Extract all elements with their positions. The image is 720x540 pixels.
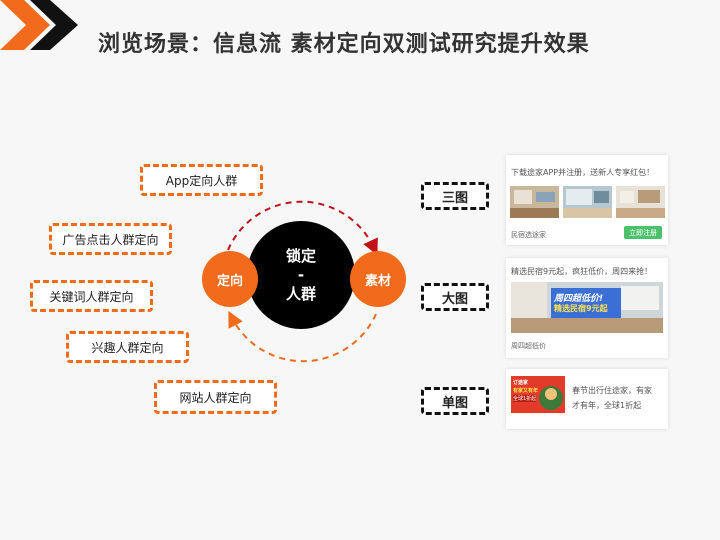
top-arc-arrow (227, 200, 378, 256)
thumb-line1: 订途家 (513, 380, 529, 386)
big-room-photo (511, 282, 663, 333)
tag-website-audience: 网站人群定向 (154, 380, 277, 414)
single-promo-thumb (511, 376, 565, 413)
card-big-source: 周四超低价 (511, 342, 546, 350)
thumb-line2: 有家又有年 (513, 388, 539, 394)
thumb-line3: 全球1折起 (513, 395, 537, 402)
room-photo-3 (616, 186, 665, 218)
card-single-text-line1: 春节出行住途家，有家 (572, 386, 652, 395)
targeting-node: 定向 (202, 251, 258, 307)
center-line2: - (297, 265, 305, 284)
creative-node: 素材 (350, 251, 406, 307)
room-photo-2 (563, 186, 612, 218)
bottom-arc-arrow (228, 310, 377, 363)
ad-card-three-image: 下载途家APP并注册，送新人专享红包！ 民宿选途家 立即注册 (506, 155, 668, 245)
format-three-image: 三图 (421, 182, 489, 210)
tag-keyword-audience: 关键词人群定向 (30, 280, 153, 312)
format-single-image: 单图 (421, 387, 489, 415)
tag-interest-audience: 兴趣人群定向 (66, 331, 189, 363)
tag-app-audience: App定向人群 (140, 164, 263, 196)
ad-card-single-image: 订途家 有家又有年 全球1折起 春节出行住途家，有家 才有年，全球1折起 (506, 369, 668, 429)
banner-line2: 精选民宿9元起 (554, 304, 608, 313)
brand-chevron-logo (0, 0, 78, 50)
center-line3: 人群 (285, 284, 316, 303)
banner-line1: 周四超低价! (554, 294, 604, 304)
tag-ad-click-audience: 广告点击人群定向 (49, 223, 172, 255)
register-button[interactable]: 立即注册 (624, 226, 662, 239)
card-big-headline: 精选民宿9元起，疯狂低价，周四来抢！ (511, 267, 653, 276)
card-three-source: 民宿选途家 (511, 231, 546, 239)
card-single-text-line2: 才有年，全球1折起 (572, 401, 642, 410)
format-big-image: 大图 (421, 283, 489, 311)
room-photo-1 (510, 186, 559, 218)
lock-audience-circle: 锁定 - 人群 (247, 221, 355, 329)
center-line1: 锁定 (285, 246, 316, 265)
ad-card-big-image: 精选民宿9元起，疯狂低价，周四来抢！ 周四超低价! 精选民宿9元起 周四超低价 (506, 258, 668, 358)
card-three-headline: 下载途家APP并注册，送新人专享红包！ (511, 168, 655, 177)
page-title: 浏览场景：信息流 素材定向双测试研究提升效果 (98, 32, 590, 57)
